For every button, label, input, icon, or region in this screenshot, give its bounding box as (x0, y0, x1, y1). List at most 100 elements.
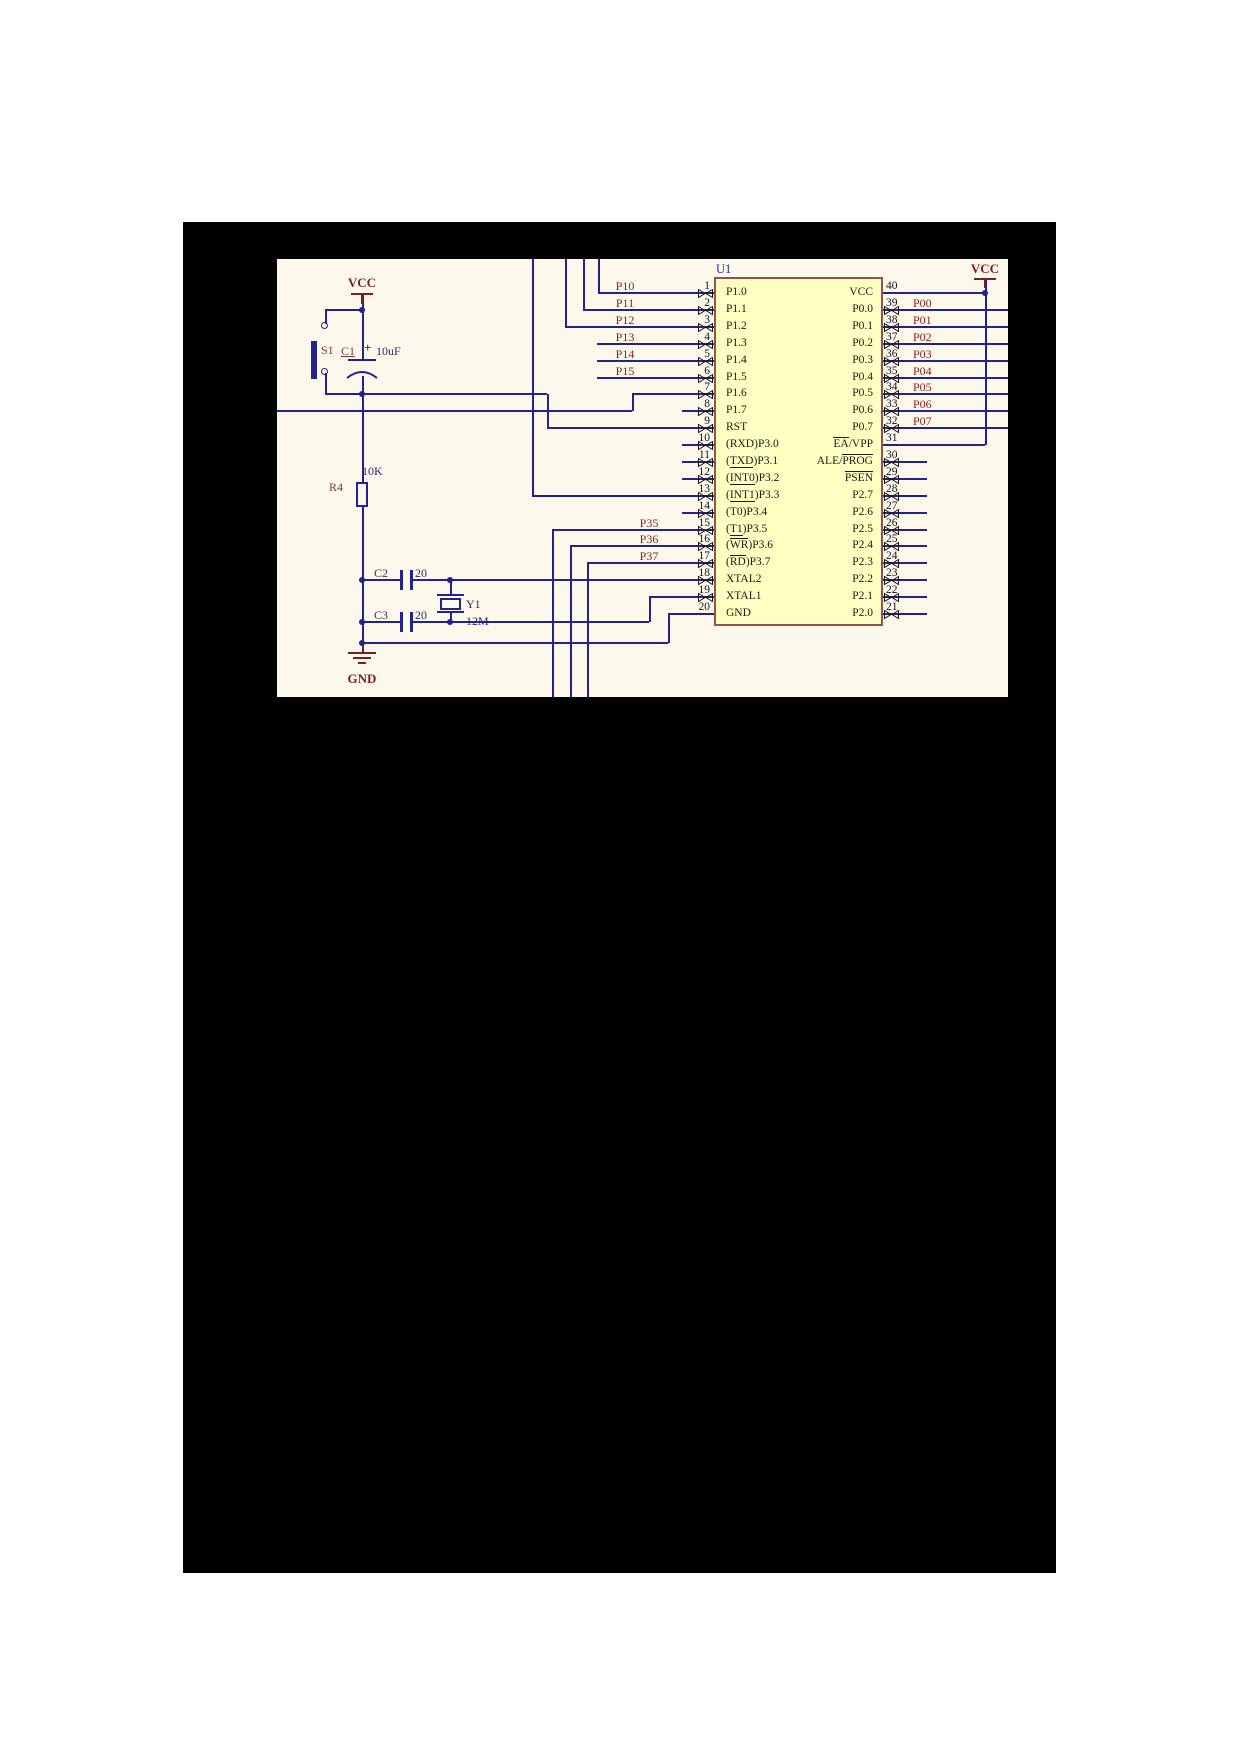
wire-segment (883, 326, 1008, 328)
wire-segment (649, 597, 651, 622)
chip-pin-label-right: PSEN (844, 471, 873, 484)
cap-c1-plate-top (348, 359, 376, 361)
mcu-chip-body (714, 277, 883, 626)
pin-io-icon (698, 406, 713, 416)
wire-segment (362, 621, 400, 623)
pin-io-icon (884, 423, 899, 433)
cap-c3-designator: C3 (374, 608, 389, 622)
switch-s1-designator: S1 (321, 343, 334, 357)
wire-segment (632, 394, 634, 411)
junction-dot (359, 391, 365, 397)
wire-segment (883, 545, 927, 547)
wire-segment (883, 360, 1008, 362)
wire-segment (362, 393, 547, 395)
net-label-left: P11 (615, 296, 635, 310)
wire-segment (883, 377, 1008, 379)
wire-segment (883, 410, 1008, 412)
pin-io-icon (698, 558, 713, 568)
pin-number-left: 20 (698, 601, 711, 613)
chip-pin-label-left: P1.3 (726, 337, 747, 349)
net-label-left: P12 (615, 313, 635, 327)
pin-io-icon (698, 575, 713, 585)
pin-io-icon (884, 525, 899, 535)
pin-number-left: 13 (698, 483, 711, 495)
pin-number-right: 30 (886, 449, 898, 461)
wire-segment (883, 579, 927, 581)
pin-number-right: 35 (886, 365, 898, 377)
chip-pin-label-right: EA/VPP (833, 437, 873, 450)
pin-number-left: 8 (704, 398, 710, 410)
pin-number-left: 4 (704, 331, 710, 343)
wire-segment (277, 410, 632, 412)
wire-segment (883, 529, 927, 531)
chip-pin-label-right: P0.7 (852, 421, 873, 433)
pin-number-right: 23 (886, 567, 898, 579)
junction-dot (447, 577, 453, 583)
pin-io-icon (698, 440, 713, 450)
wire-segment (565, 326, 714, 328)
pin-io-icon (698, 474, 713, 484)
pin-number-right: 27 (886, 500, 898, 512)
pin-io-icon (884, 592, 899, 602)
wire-segment (883, 461, 927, 463)
pin-number-left: 7 (704, 381, 710, 393)
pin-io-icon (884, 508, 899, 518)
power-symbol-bar (358, 662, 366, 664)
power-symbol-bar (362, 643, 364, 653)
wire-segment (883, 495, 927, 497)
pin-number-right: 40 (886, 280, 898, 292)
chip-pin-label-left: XTAL2 (726, 573, 762, 585)
junction-dot (982, 290, 988, 296)
pin-io-icon (698, 373, 713, 383)
chip-pin-label-right: P0.4 (852, 371, 873, 383)
wire-segment (587, 563, 589, 697)
pin-io-icon (698, 356, 713, 366)
pin-io-icon (698, 322, 713, 332)
net-label-right: P00 (913, 296, 932, 310)
net-label-right: P05 (913, 380, 932, 394)
pin-number-left: 15 (698, 517, 711, 529)
chip-pin-label-right: P2.1 (852, 590, 873, 602)
net-label-right: P07 (913, 414, 932, 428)
wire-segment (668, 613, 714, 615)
cap-c1-value: 10uF (376, 344, 401, 358)
pin-io-icon (698, 339, 713, 349)
wire-segment (597, 377, 714, 379)
pin-number-right: 25 (886, 533, 898, 545)
crystal-y1-body (440, 598, 461, 610)
pin-io-icon (698, 423, 713, 433)
chip-pin-label-left: (WR)P3.6 (726, 538, 773, 551)
wire-segment (412, 621, 649, 623)
cap-plate (410, 570, 413, 590)
chip-pin-label-right: P0.5 (852, 387, 873, 399)
vcc-label-right: VCC (970, 261, 1000, 276)
pin-number-left: 17 (698, 550, 711, 562)
pin-number-left: 3 (704, 314, 710, 326)
chip-pin-label-left: P1.6 (726, 387, 747, 399)
pin-io-icon (698, 525, 713, 535)
chip-pin-label-left: (TXD)P3.1 (726, 455, 779, 468)
pin-io-icon (884, 558, 899, 568)
vcc-label-left: VCC (347, 275, 377, 290)
resistor-r4-body (356, 482, 368, 507)
wire-segment (532, 495, 714, 497)
pin-io-icon (884, 474, 899, 484)
chip-pin-label-right: ALE/PROG (816, 454, 873, 467)
pin-number-left: 16 (698, 533, 711, 545)
net-label-left: P10 (615, 279, 635, 293)
pin-number-left: 6 (704, 365, 710, 377)
chip-pin-label-left: RST (726, 421, 748, 433)
pin-number-left: 18 (698, 567, 711, 579)
switch-s1-contact-bottom (321, 368, 328, 375)
cap-plate (400, 612, 403, 632)
crystal-y1-designator: Y1 (466, 597, 481, 611)
resistor-r4-value: 10K (362, 464, 383, 478)
wire-segment (649, 596, 714, 598)
chip-pin-label-right: P0.1 (852, 320, 873, 332)
